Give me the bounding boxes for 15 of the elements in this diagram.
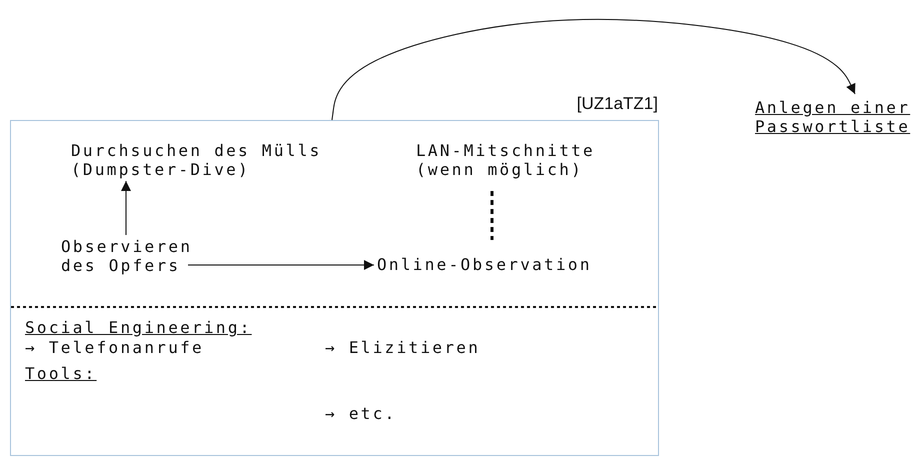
- step-text: Durchsuchen des Mülls (Dumpster-Dive): [71, 141, 323, 179]
- dotted-connector: [490, 191, 494, 240]
- frame-heading: [UZ1aTZ1]: [576, 94, 658, 113]
- list-item: → Elizitieren: [325, 338, 480, 357]
- list-item: → Telefonanrufe: [25, 338, 204, 357]
- arrow: [188, 260, 374, 270]
- step-text: LAN-Mitschnitte (wenn möglich): [416, 141, 596, 179]
- list-item: → etc.: [325, 404, 397, 423]
- section-heading: Tools:: [25, 364, 97, 383]
- arrow: [121, 180, 131, 236]
- arrow: [332, 18, 856, 120]
- section-heading: Social Engineering:: [25, 318, 252, 337]
- step-text: Observieren des Opfers: [61, 237, 194, 275]
- goal-text: Anlegen einer Passwortliste: [755, 98, 912, 136]
- step-text: Online-Observation: [377, 255, 592, 274]
